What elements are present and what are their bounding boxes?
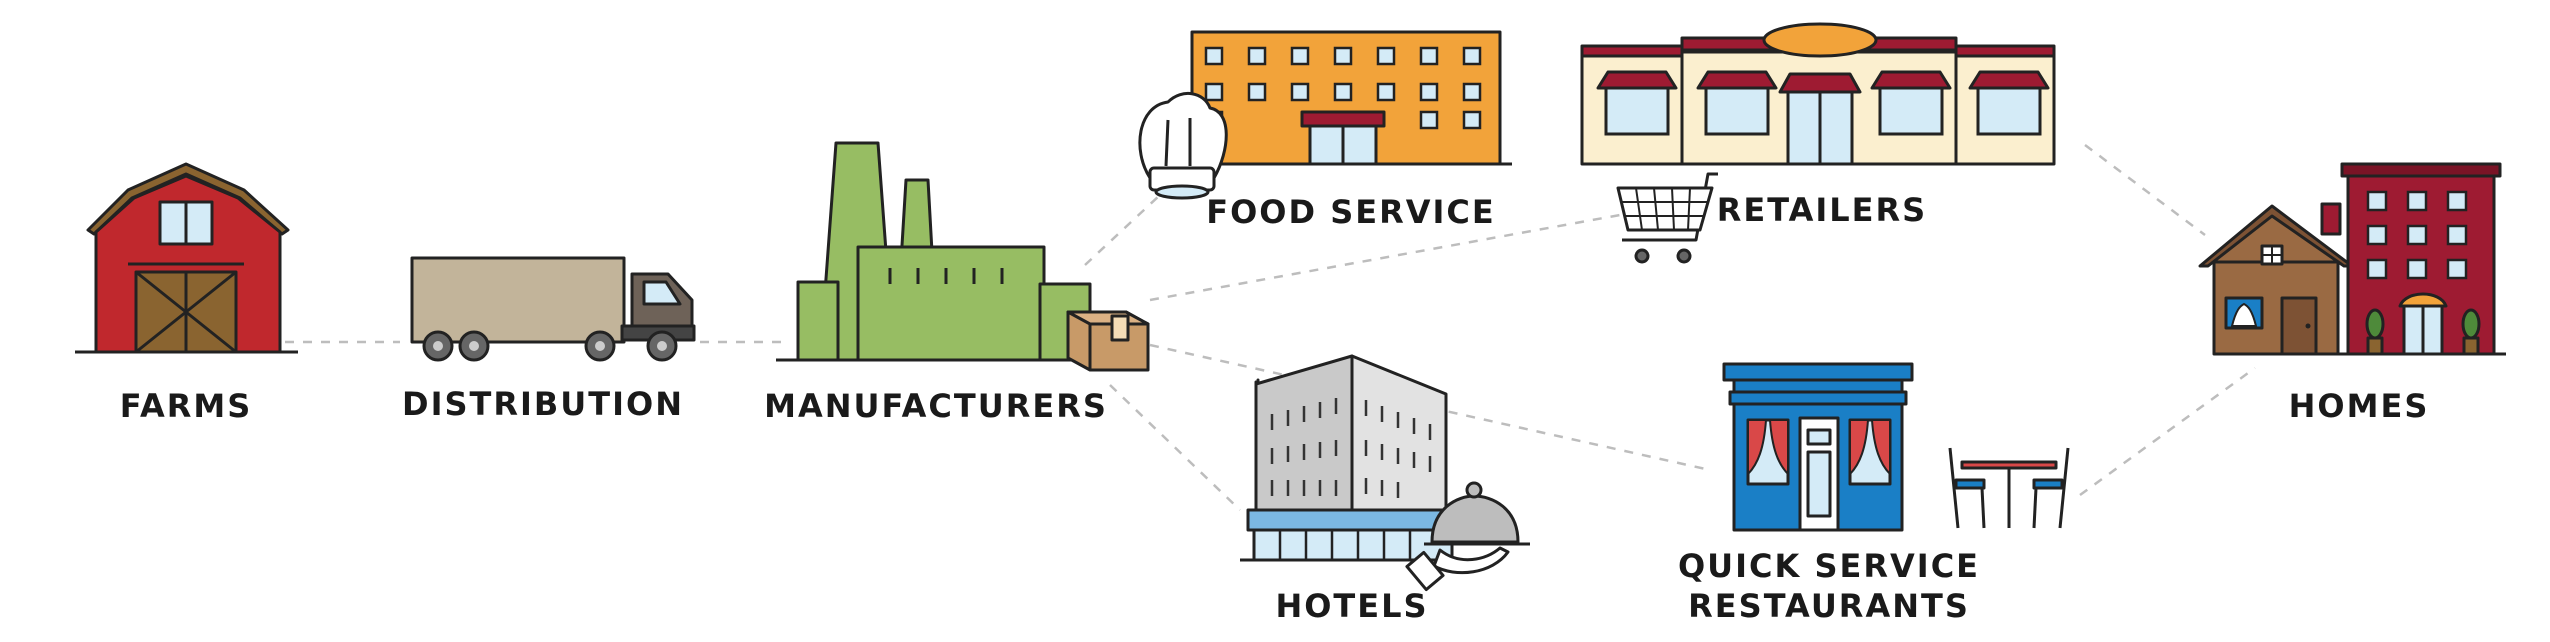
connector-qsr-homes — [2079, 366, 2256, 497]
chef-hat-icon — [1138, 92, 1228, 200]
manufacturers-label: MANUFACTURERS — [764, 387, 1108, 425]
table-chairs-icon — [1948, 447, 2070, 529]
food-service-building-icon — [1176, 30, 1512, 166]
farms-label: FARMS — [119, 387, 253, 425]
connectors — [285, 144, 2256, 511]
hotels-label: HOTELS — [1275, 587, 1429, 625]
apartment-building-icon — [2332, 162, 2506, 356]
box-icon — [1066, 310, 1150, 372]
serving-cloche-icon — [1405, 481, 1530, 592]
barn-icon — [75, 162, 298, 354]
connector-manufacturers-retailers — [1149, 213, 1621, 302]
distribution-label: DISTRIBUTION — [402, 385, 684, 423]
connector-manufacturers-hotels — [1109, 384, 1241, 511]
retailers-label: RETAILERS — [1716, 191, 1928, 229]
connector-manufacturers-qsr — [1149, 343, 1711, 472]
homes-label: HOMES — [2288, 387, 2430, 425]
qsr-label-line1: QUICK SERVICE — [1677, 547, 1981, 585]
truck-icon — [410, 256, 696, 362]
factory-icon — [776, 141, 1100, 362]
retail-store-icon — [1580, 22, 2056, 166]
house-icon — [2198, 202, 2354, 356]
connector-manufacturers-foodservice — [1084, 194, 1161, 266]
awnings — [1596, 70, 2050, 94]
connector-retailers-homes — [2084, 144, 2206, 236]
hotel-building-icon — [1240, 354, 1470, 562]
food-service-label: FOOD SERVICE — [1206, 193, 1496, 231]
qsr-building-icon — [1722, 362, 1914, 532]
qsr-label-line2: RESTAURANTS — [1688, 587, 1970, 625]
shopping-cart-icon — [1616, 172, 1718, 264]
